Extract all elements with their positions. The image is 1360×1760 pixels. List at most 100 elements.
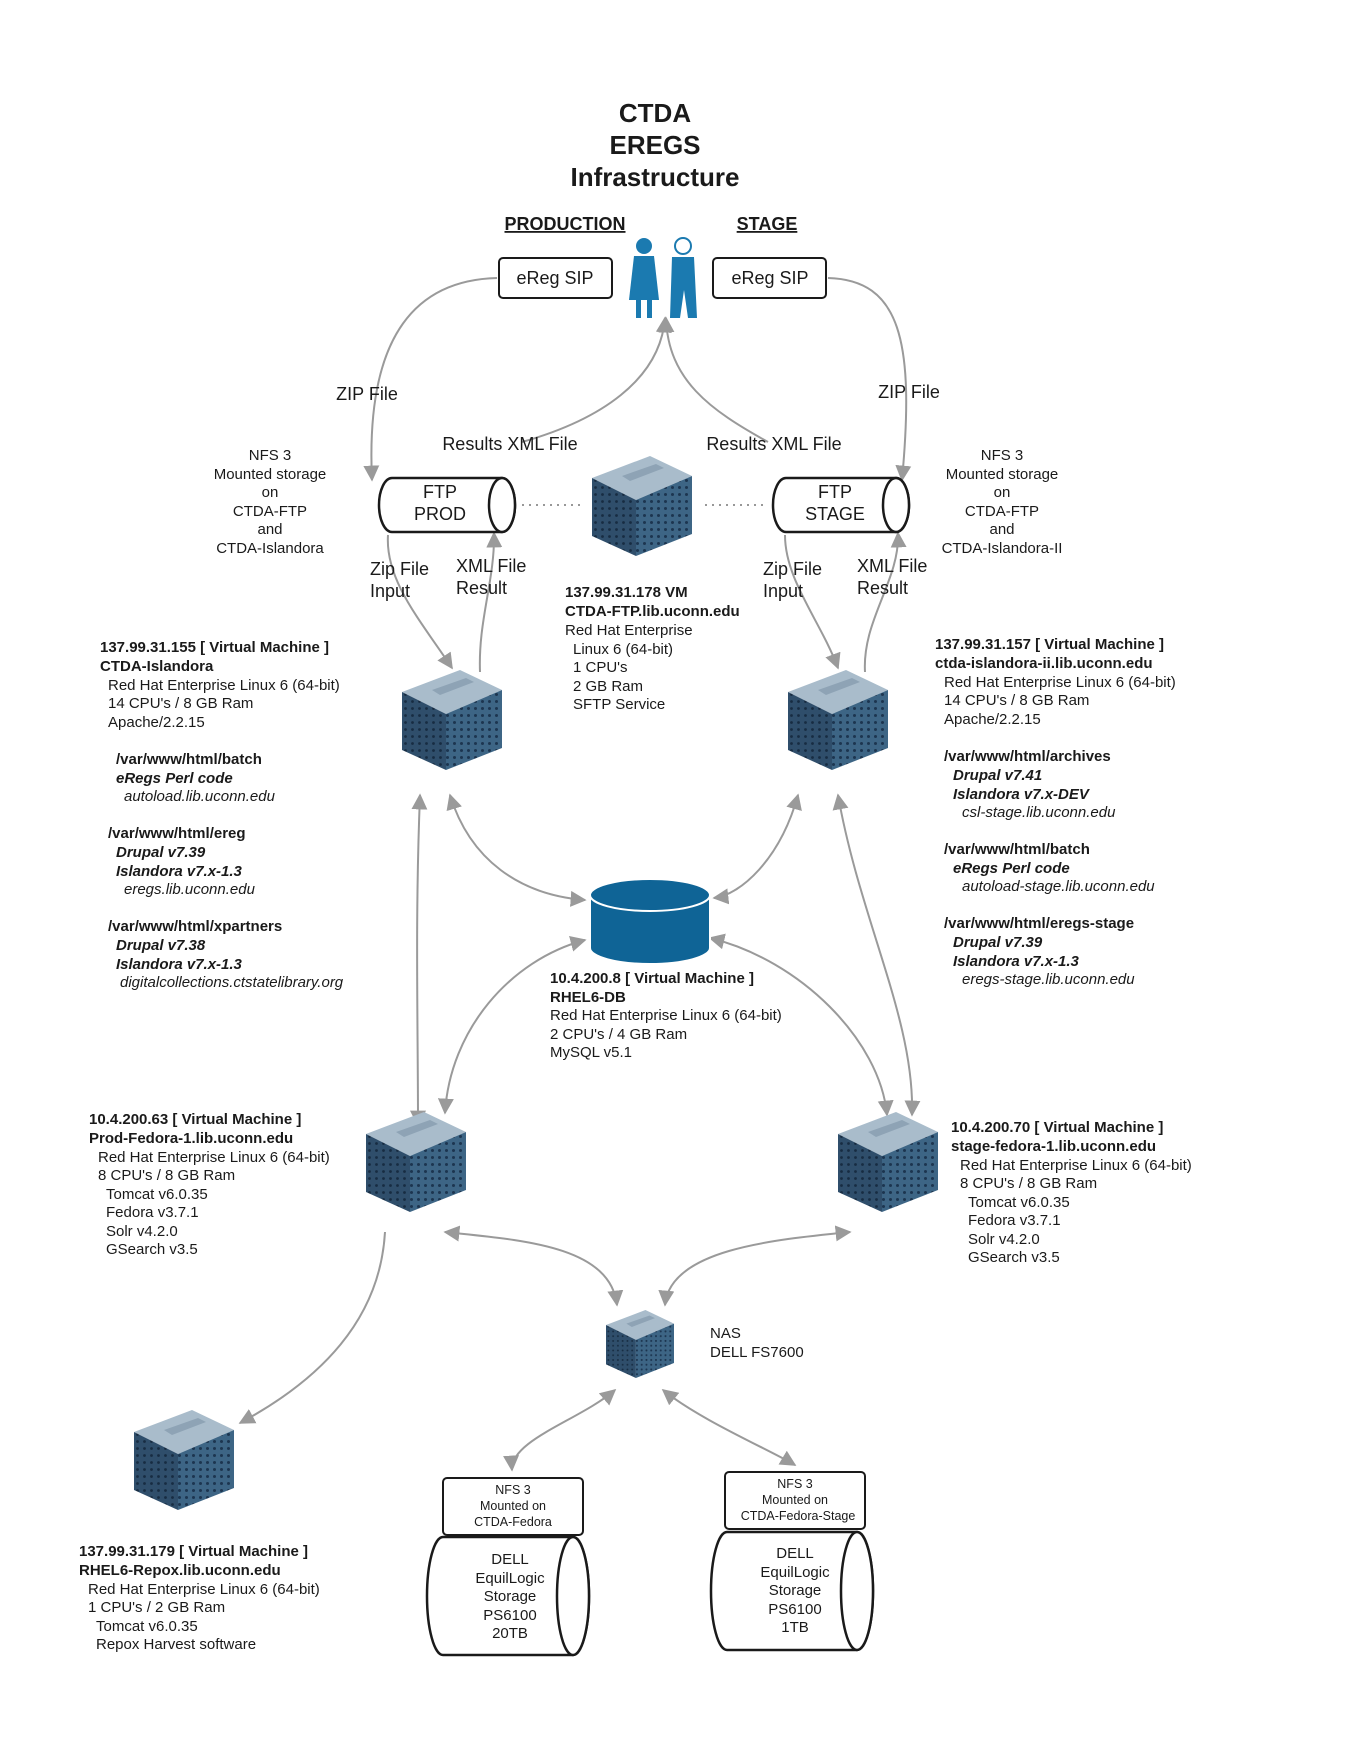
sip-production-box	[498, 257, 613, 299]
arrow-zip-input-stage	[784, 534, 841, 670]
svg-text:137.99.31.179 [ Virtual Machin: 137.99.31.179 [ Virtual Machine ]	[79, 1543, 308, 1560]
svg-text:EquilLogic: EquilLogic	[760, 1564, 830, 1581]
server-icon	[838, 1112, 938, 1212]
svg-text:CTDA-Fedora-Stage: CTDA-Fedora-Stage	[741, 1509, 856, 1523]
svg-text:CTDA-FTP: CTDA-FTP	[965, 503, 1039, 520]
svg-text:Repox Harvest software: Repox Harvest software	[96, 1636, 256, 1653]
svg-text:Mounted on: Mounted on	[762, 1493, 828, 1507]
svg-text:CTDA-FTP.lib.uconn.edu: CTDA-FTP.lib.uconn.edu	[565, 603, 740, 620]
svg-text:ctda-islandora-ii.lib.uconn.ed: ctda-islandora-ii.lib.uconn.edu	[935, 655, 1153, 672]
server-icon	[606, 1310, 674, 1378]
svg-text:Linux 6 (64-bit): Linux 6 (64-bit)	[573, 641, 673, 658]
svg-text:/var/www/html/batch: /var/www/html/batch	[944, 841, 1090, 858]
zip-input-label-prod-1: Zip File	[370, 559, 429, 579]
svg-text:Islandora v7.x-1.3: Islandora v7.x-1.3	[953, 953, 1080, 970]
svg-text:CTDA-Fedora: CTDA-Fedora	[474, 1515, 552, 1529]
arrow-zip-input-prod	[386, 534, 453, 670]
title-line-3: Infrastructure	[570, 162, 739, 192]
svg-text:Drupal v7.39: Drupal v7.39	[116, 844, 206, 861]
svg-text:EquilLogic: EquilLogic	[475, 1570, 545, 1587]
svg-text:SFTP Service: SFTP Service	[573, 696, 665, 713]
xml-result-label-prod-1: XML File	[456, 556, 526, 576]
zip-file-label-stage: ZIP File	[878, 382, 940, 402]
svg-text:GSearch v3.5: GSearch v3.5	[968, 1249, 1060, 1266]
svg-text:Red Hat Enterprise Linux 6 (64: Red Hat Enterprise Linux 6 (64-bit)	[944, 674, 1176, 691]
svg-text:Solr v4.2.0: Solr v4.2.0	[968, 1231, 1040, 1248]
server-icon	[788, 670, 888, 770]
title-line-2: EREGS	[609, 130, 700, 160]
svg-text:PS6100: PS6100	[483, 1607, 536, 1624]
ftp-stage-label-2: STAGE	[805, 504, 865, 524]
svg-text:digitalcollections.ctstatelibr: digitalcollections.ctstatelibrary.org	[120, 974, 344, 991]
ftp-server-info: 137.99.31.178 VM CTDA-FTP.lib.uconn.edu …	[565, 584, 740, 713]
fedora-stage-info: 10.4.200.70 [ Virtual Machine ] stage-fe…	[951, 1119, 1192, 1266]
svg-text:NFS 3: NFS 3	[777, 1477, 812, 1491]
zip-file-label-prod: ZIP File	[336, 384, 398, 404]
storage-prod-cylinder	[425, 1535, 591, 1657]
svg-text:CTDA-FTP: CTDA-FTP	[233, 503, 307, 520]
arrow-nas-storage-stage	[661, 1388, 797, 1466]
server-icon	[592, 456, 692, 556]
svg-text:Fedora v3.7.1: Fedora v3.7.1	[968, 1212, 1061, 1229]
svg-text:MySQL v5.1: MySQL v5.1	[550, 1044, 632, 1061]
nfs-prod-note: NFS 3 Mounted storage on CTDA-FTP and CT…	[214, 447, 327, 557]
svg-text:Islandora v7.x-1.3: Islandora v7.x-1.3	[116, 956, 243, 973]
svg-text:Drupal v7.41: Drupal v7.41	[953, 767, 1042, 784]
svg-text:2 GB Ram: 2 GB Ram	[573, 678, 643, 695]
person-male-icon	[670, 237, 697, 318]
svg-text:Red Hat Enterprise Linux 6 (64: Red Hat Enterprise Linux 6 (64-bit)	[550, 1007, 782, 1024]
svg-text:Islandora v7.x-DEV: Islandora v7.x-DEV	[953, 786, 1091, 803]
svg-text:CTDA-Islandora: CTDA-Islandora	[216, 540, 324, 557]
svg-text:137.99.31.157 [ Virtual Machi: 137.99.31.157 [ Virtual Machine ]	[935, 636, 1164, 653]
svg-text:Tomcat v6.0.35: Tomcat v6.0.35	[106, 1186, 208, 1203]
svg-text:eregs.lib.uconn.edu: eregs.lib.uconn.edu	[124, 881, 256, 898]
svg-text:DELL: DELL	[491, 1551, 529, 1568]
svg-text:Red Hat Enterprise: Red Hat Enterprise	[565, 622, 693, 639]
svg-text:Drupal v7.39: Drupal v7.39	[953, 934, 1043, 951]
zip-input-label-prod-2: Input	[370, 581, 410, 601]
sip-stage-label: eReg SIP	[731, 268, 808, 288]
arrow-fedora-prod-nas	[443, 1225, 624, 1307]
svg-text:10.4.200.8 [ Virtual Machine ]: 10.4.200.8 [ Virtual Machine ]	[550, 970, 754, 987]
svg-text:Mounted storage: Mounted storage	[214, 466, 327, 483]
arrow-sip-to-ftp-prod	[363, 277, 498, 482]
zip-input-label-stage-1: Zip File	[763, 559, 822, 579]
fedora-prod-info: 10.4.200.63 [ Virtual Machine ] Prod-Fed…	[89, 1111, 330, 1258]
svg-text:8 CPU's / 8 GB Ram: 8 CPU's / 8 GB Ram	[960, 1175, 1097, 1192]
svg-text:Drupal v7.38: Drupal v7.38	[116, 937, 206, 954]
svg-text:NAS: NAS	[710, 1325, 741, 1342]
svg-text:CTDA-Islandora-II: CTDA-Islandora-II	[942, 540, 1063, 557]
svg-text:NFS 3: NFS 3	[495, 1483, 530, 1497]
svg-text:Red Hat Enterprise Linux 6 (64: Red Hat Enterprise Linux 6 (64-bit)	[960, 1157, 1192, 1174]
nfs-fedora-stage-box	[724, 1471, 866, 1530]
db-info: 10.4.200.8 [ Virtual Machine ] RHEL6-DB …	[550, 970, 782, 1061]
svg-text:Storage: Storage	[484, 1588, 537, 1605]
results-xml-label-stage: Results XML File	[706, 434, 841, 454]
svg-text:NFS 3: NFS 3	[981, 447, 1024, 464]
svg-text:PS6100: PS6100	[768, 1601, 821, 1618]
arrow-db-fedora-stage	[708, 933, 894, 1117]
svg-text:8 CPU's / 8 GB Ram: 8 CPU's / 8 GB Ram	[98, 1167, 235, 1184]
title-line-1: CTDA	[619, 98, 691, 128]
svg-text:RHEL6-Repox.lib.uconn.edu: RHEL6-Repox.lib.uconn.edu	[79, 1562, 281, 1579]
svg-text:eRegs Perl code: eRegs Perl code	[116, 770, 233, 787]
svg-text:Solr v4.2.0: Solr v4.2.0	[106, 1223, 178, 1240]
svg-text:and: and	[989, 521, 1014, 538]
islandora-prod-info: 137.99.31.155 [ Virtual Machine ] CTDA-I…	[100, 639, 344, 991]
xml-result-label-stage-2: Result	[857, 578, 908, 598]
svg-text:14 CPU's / 8 GB Ram: 14 CPU's / 8 GB Ram	[944, 692, 1089, 709]
nas-info: NAS DELL FS7600	[710, 1325, 804, 1361]
svg-text:1 CPU's: 1 CPU's	[573, 659, 628, 676]
svg-text:on: on	[262, 484, 279, 501]
svg-text:20TB: 20TB	[492, 1625, 528, 1642]
svg-text:stage-fedora-1.lib.uconn.edu: stage-fedora-1.lib.uconn.edu	[951, 1138, 1156, 1155]
svg-text:Tomcat v6.0.35: Tomcat v6.0.35	[96, 1618, 198, 1635]
storage-stage-cylinder	[709, 1530, 875, 1652]
storage-stage-label: DELL EquilLogic Storage PS6100 1TB	[760, 1545, 830, 1636]
svg-text:Prod-Fedora-1.lib.uconn.edu: Prod-Fedora-1.lib.uconn.edu	[89, 1130, 293, 1147]
ftp-prod-cylinder	[377, 476, 517, 534]
production-header: PRODUCTION	[505, 214, 626, 234]
svg-text:2 CPU's / 4 GB Ram: 2 CPU's / 4 GB Ram	[550, 1026, 687, 1043]
svg-text:14 CPU's / 8 GB Ram: 14 CPU's / 8 GB Ram	[108, 695, 253, 712]
nfs-fedora-stage-label: NFS 3 Mounted on CTDA-Fedora-Stage	[741, 1477, 856, 1523]
